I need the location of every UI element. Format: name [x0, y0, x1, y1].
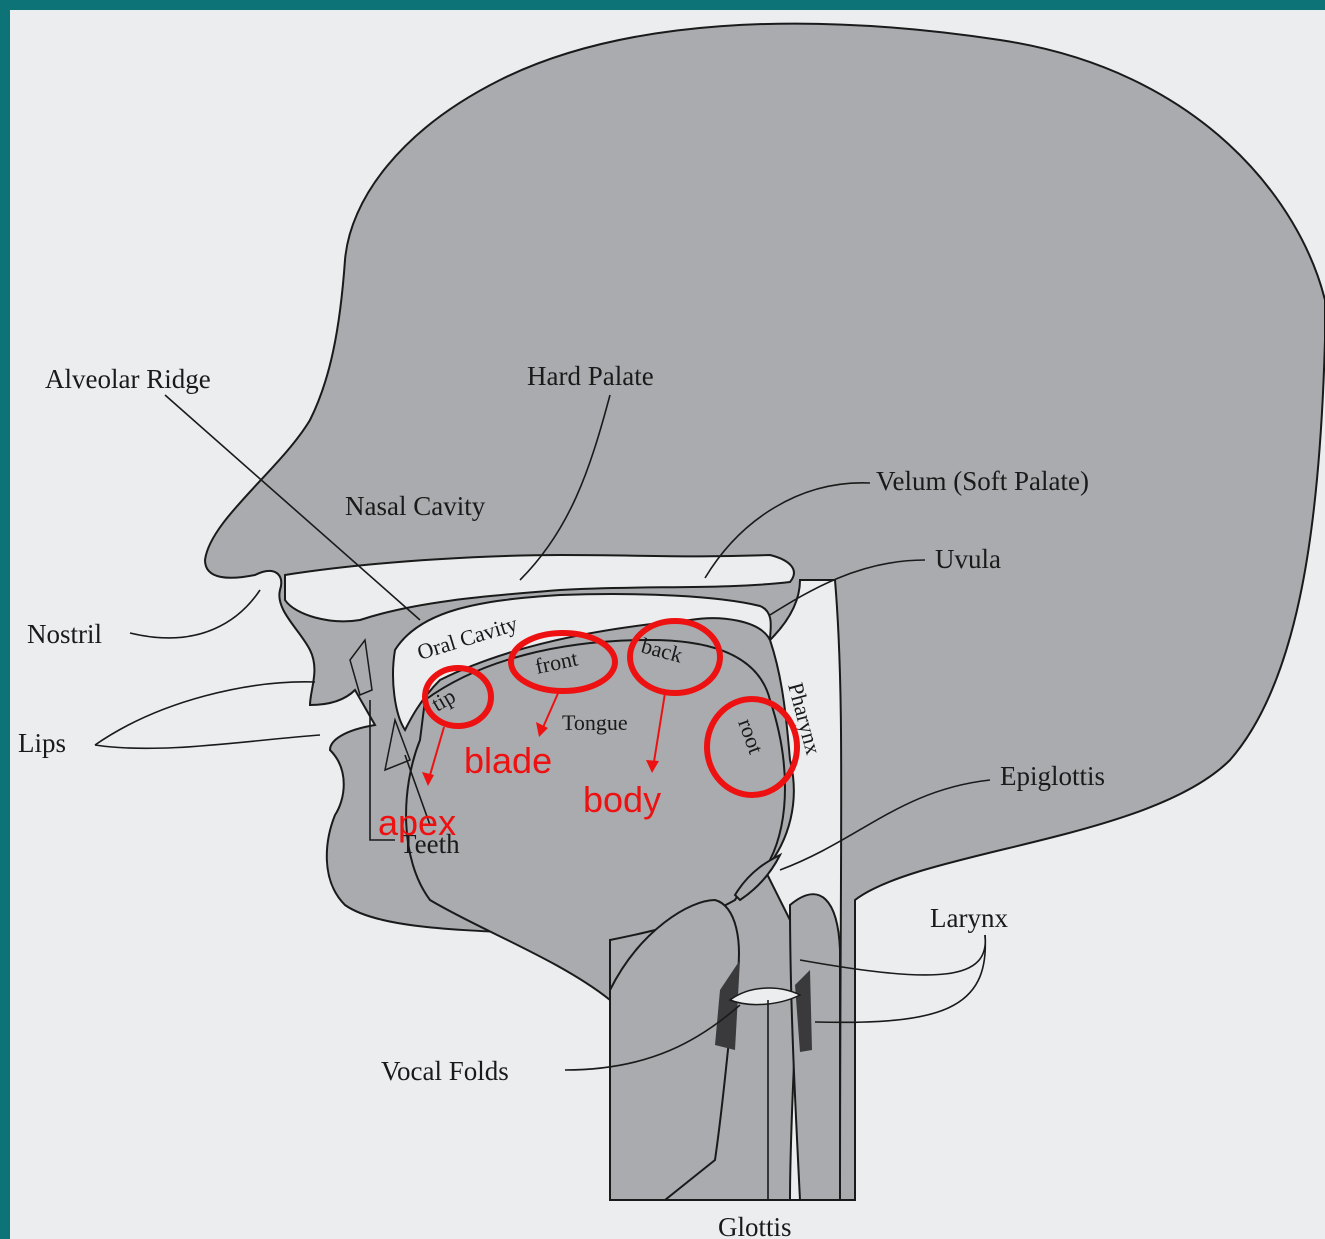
label-vocal-folds: Vocal Folds [381, 1056, 509, 1086]
label-alveolar-ridge: Alveolar Ridge [45, 364, 211, 394]
label-larynx: Larynx [930, 903, 1008, 933]
vocal-tract-diagram: Alveolar Ridge Hard Palate Nasal Cavity … [10, 10, 1325, 1239]
label-lips: Lips [18, 728, 66, 758]
leader-lips-upper [95, 682, 315, 745]
annotation-blade: blade [464, 740, 552, 781]
label-uvula: Uvula [935, 544, 1001, 574]
leader-lips-lower [95, 735, 320, 748]
label-glottis: Glottis [718, 1212, 792, 1239]
diagram-frame: Alveolar Ridge Hard Palate Nasal Cavity … [10, 10, 1325, 1239]
label-nostril: Nostril [27, 619, 102, 649]
label-hard-palate: Hard Palate [527, 361, 654, 391]
leader-nostril [130, 590, 260, 638]
label-epiglottis: Epiglottis [1000, 761, 1105, 791]
label-nasal-cavity: Nasal Cavity [345, 491, 486, 521]
label-velum: Velum (Soft Palate) [876, 466, 1089, 496]
label-tongue: Tongue [562, 710, 628, 735]
annotation-body: body [583, 779, 661, 820]
annotation-apex: apex [378, 802, 456, 843]
larynx-column-right [790, 894, 840, 1200]
